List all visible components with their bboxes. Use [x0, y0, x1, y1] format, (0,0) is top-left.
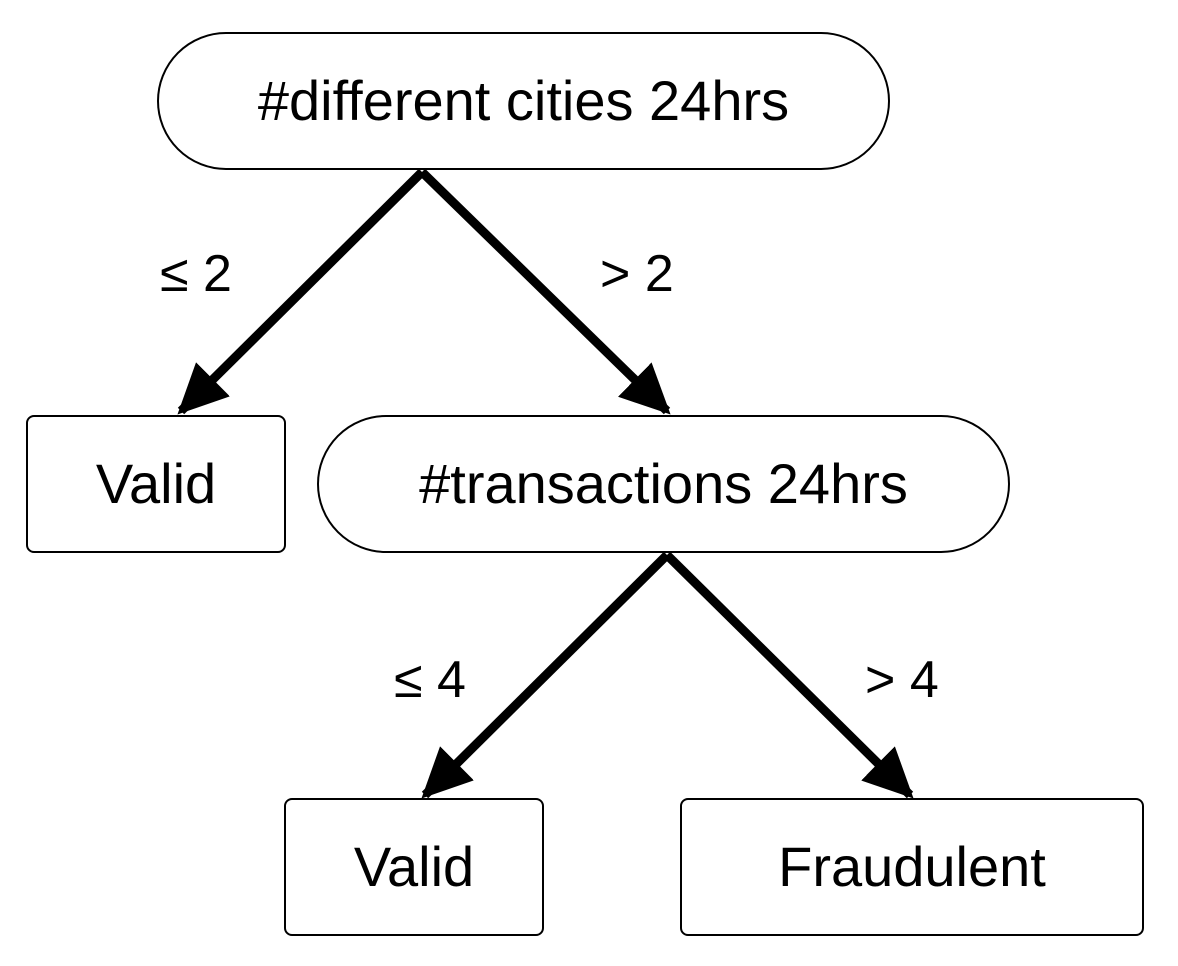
- transactions-decision-label: #transactions 24hrs: [419, 452, 908, 515]
- edge-transactions-to-fraudulent: [663, 551, 914, 799]
- leaf-valid-label-2: Valid: [353, 835, 475, 898]
- leaf-valid-label: Valid: [95, 452, 217, 515]
- edge-root-to-transactions: [418, 168, 671, 415]
- edge-root-to-valid: [177, 168, 426, 415]
- root-left-edge-label: ≤ 2: [160, 245, 232, 303]
- leaf-fraudulent-node: Fraudulent: [680, 798, 1144, 936]
- leaf-fraudulent-label: Fraudulent: [778, 835, 1046, 898]
- transactions-decision-node: #transactions 24hrs: [317, 415, 1010, 553]
- edge-transactions-to-valid: [421, 551, 671, 799]
- root-decision-label: #different cities 24hrs: [257, 69, 790, 132]
- transactions-left-edge-label: ≤ 4: [394, 651, 466, 709]
- transactions-right-edge-label: > 4: [865, 651, 939, 709]
- root-right-edge-label: > 2: [600, 245, 674, 303]
- root-decision-node: #different cities 24hrs: [157, 32, 890, 170]
- leaf-valid-node-2: Valid: [284, 798, 544, 936]
- leaf-valid-node: Valid: [26, 415, 286, 553]
